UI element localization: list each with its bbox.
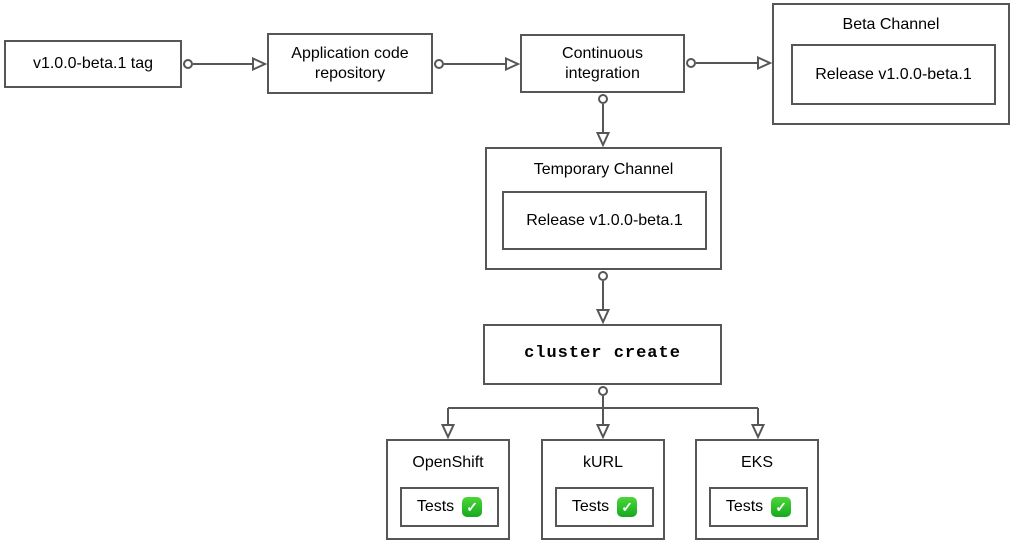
arrow-ci-to-temporary-channel: [595, 94, 611, 148]
arrow-cluster-create-to-clusters: [440, 386, 766, 440]
node-beta-channel: Beta Channel Release v1.0.0-beta.1: [772, 3, 1010, 125]
arrow-repo-to-ci: [434, 56, 521, 72]
arrow-temporary-channel-to-cluster-create: [595, 271, 611, 325]
openshift-tests-label: Tests: [416, 498, 455, 516]
node-continuous-integration: Continuous integration: [520, 34, 685, 93]
temporary-channel-title: Temporary Channel: [533, 161, 674, 178]
node-openshift: OpenShift Tests ✓: [386, 439, 510, 540]
node-cluster-create: cluster create: [483, 324, 722, 385]
cluster-create-label: cluster create: [524, 344, 681, 364]
temporary-channel-release-label: Release v1.0.0-beta.1: [526, 211, 683, 229]
arrow-ci-to-beta-channel: [686, 55, 773, 71]
node-version-tag-label: v1.0.0-beta.1 tag: [32, 55, 154, 73]
kurl-tests-label: Tests: [571, 498, 610, 516]
node-temporary-channel: Temporary Channel Release v1.0.0-beta.1: [485, 147, 722, 270]
node-eks: EKS Tests ✓: [695, 439, 819, 540]
eks-tests-box: Tests ✓: [709, 487, 808, 527]
node-continuous-integration-label: Continuous integration: [562, 45, 643, 82]
node-application-code-repository: Application code repository: [267, 33, 433, 94]
beta-channel-release-label: Release v1.0.0-beta.1: [815, 65, 972, 83]
check-mark-button-icon: ✓: [617, 497, 638, 517]
temporary-channel-release-box: Release v1.0.0-beta.1: [502, 191, 707, 250]
beta-channel-release-box: Release v1.0.0-beta.1: [791, 44, 996, 105]
check-mark-button-icon: ✓: [462, 497, 483, 517]
eks-tests-label: Tests: [725, 498, 764, 516]
beta-channel-title: Beta Channel: [842, 16, 940, 33]
node-kurl: kURL Tests ✓: [541, 439, 665, 540]
check-mark-button-icon: ✓: [771, 497, 792, 517]
arrow-tag-to-repo: [183, 56, 268, 72]
node-application-code-repository-label: Application code repository: [291, 45, 409, 82]
kurl-title: kURL: [582, 454, 623, 471]
kurl-tests-box: Tests ✓: [555, 487, 654, 527]
node-version-tag: v1.0.0-beta.1 tag: [4, 40, 182, 88]
openshift-tests-box: Tests ✓: [400, 487, 499, 527]
eks-title: EKS: [740, 454, 773, 471]
openshift-title: OpenShift: [412, 454, 484, 471]
